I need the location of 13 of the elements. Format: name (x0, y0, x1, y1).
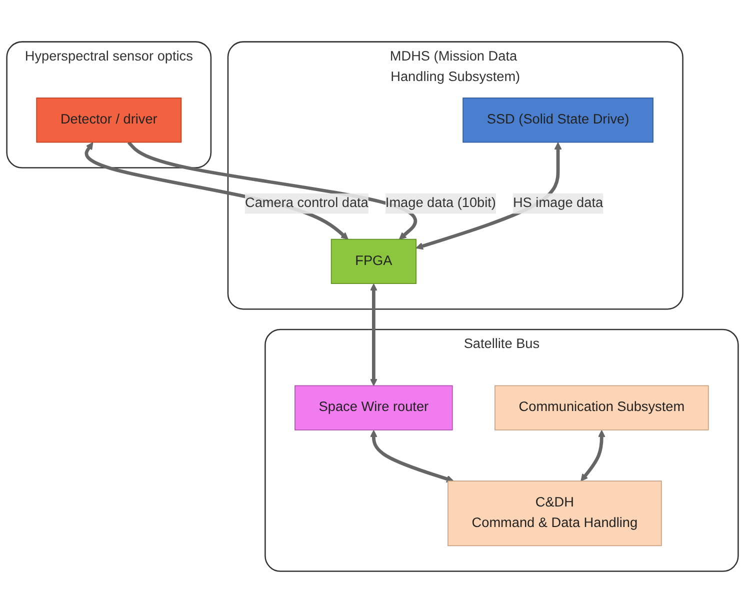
node-box: SSD (Solid State Drive) (462, 98, 654, 144)
edge-label: HS image data (512, 196, 604, 211)
edge-label: Camera control data (244, 196, 368, 211)
arrow (127, 142, 418, 240)
node-box: FPGA (330, 239, 416, 284)
arrow (370, 430, 454, 483)
node-box: Detector / driver (36, 98, 182, 144)
node-box: Space Wire router (294, 386, 453, 431)
node-box: Communication Subsystem (494, 386, 709, 431)
arrow (580, 430, 606, 482)
edge-label: Image data (10bit) (385, 196, 496, 211)
arrow (370, 284, 378, 386)
node-box: C&DH Command & Data Handling (448, 481, 662, 547)
